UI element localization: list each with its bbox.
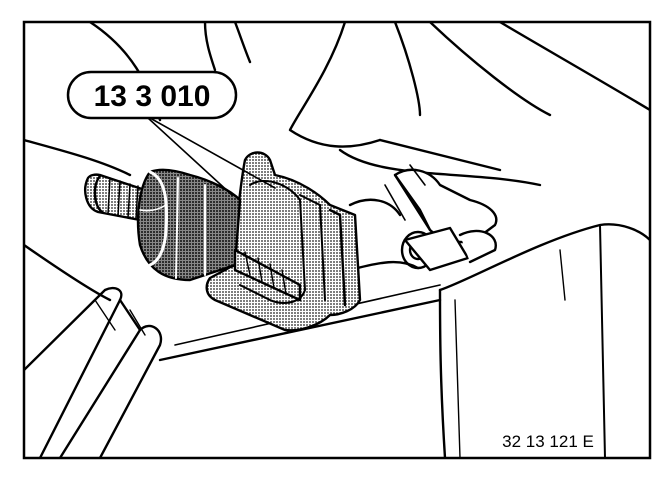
support-rod (24, 286, 163, 458)
callout-label: 13 3 010 (94, 80, 211, 113)
hose-clamp (348, 164, 498, 272)
threaded-stud (84, 168, 302, 302)
callout: 13 3 010 (66, 70, 238, 120)
callout-box (66, 70, 238, 120)
callout-leader (147, 117, 276, 196)
figure-id: 32 13 121 E (502, 432, 594, 451)
